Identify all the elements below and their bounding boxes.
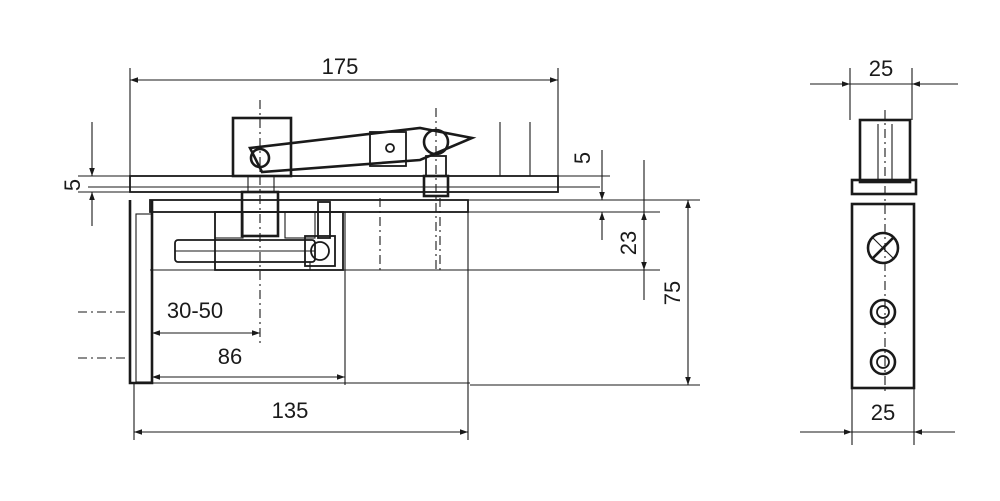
arm-slider: [369, 131, 407, 167]
housing-hatch-left: [214, 211, 244, 239]
housing-hatch-right: [284, 211, 316, 239]
arm-pivot: [249, 147, 271, 169]
top-plate: [129, 175, 559, 193]
side-view: 25 25: [800, 56, 958, 445]
side-wall: [128, 200, 154, 385]
side-body: [850, 202, 916, 390]
dim-right-plate-gap: 5: [570, 152, 595, 164]
dim-top-plate-thickness: 5: [60, 179, 85, 191]
dim-top-width: 25: [869, 56, 893, 81]
housing-hatch-bottom: [214, 261, 311, 271]
dim-arm-height: 23: [616, 231, 641, 255]
side-wall-hatch: [135, 213, 153, 383]
dim-total-height: 75: [660, 281, 685, 305]
dim-adjust-range: 30-50: [167, 298, 223, 323]
slotted-screw-icon: [866, 231, 900, 265]
rod-nut: [304, 235, 336, 267]
front-view: 175 5 5 23 75 30-50 86 135: [60, 54, 700, 440]
dim-axis-offset: 86: [218, 344, 242, 369]
dim-base-length: 135: [272, 398, 309, 423]
adjust-screw: [317, 201, 331, 239]
screw-hole-icon: [869, 298, 897, 326]
dim-bottom-width: 25: [871, 400, 895, 425]
closing-arm: [248, 126, 477, 174]
screw-hole-icon: [869, 348, 897, 376]
dim-overall-width: 175: [322, 54, 359, 79]
housing-top: [149, 199, 469, 213]
side-collar: [850, 178, 918, 196]
